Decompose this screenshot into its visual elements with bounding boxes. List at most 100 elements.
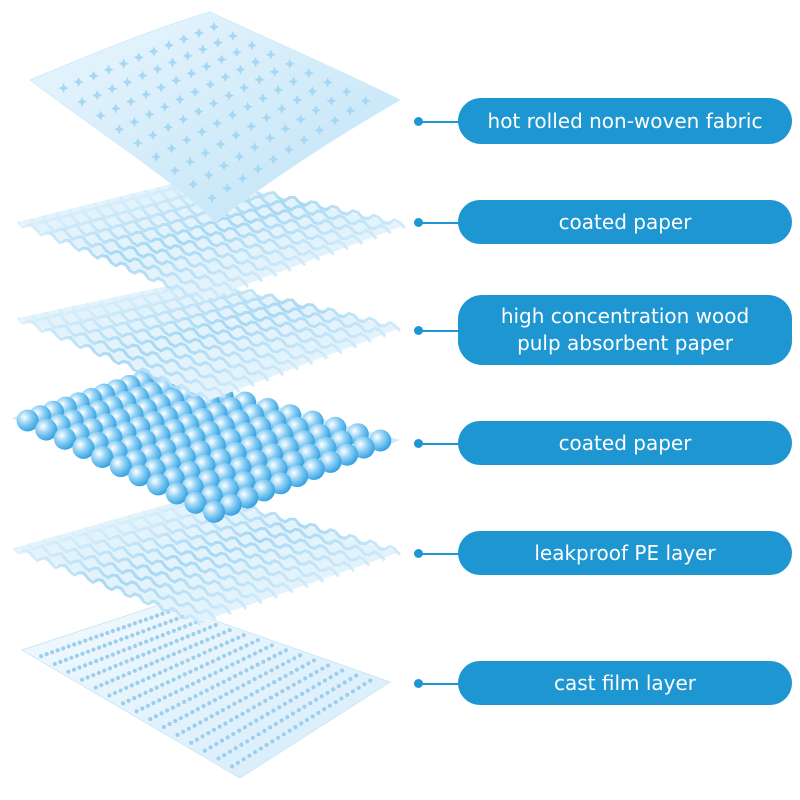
- perforation: [255, 638, 260, 643]
- perforation: [262, 728, 267, 734]
- dimple-mark: [235, 64, 246, 75]
- dimple-mark: [152, 64, 163, 74]
- perforation: [296, 708, 301, 713]
- perforation: [110, 628, 115, 634]
- dimple-mark: [205, 79, 216, 90]
- dimple-mark: [216, 54, 227, 65]
- layer-cast-film: [20, 602, 392, 779]
- perforation: [94, 634, 99, 639]
- perforation: [102, 643, 107, 648]
- perforation: [159, 711, 164, 716]
- perforation: [245, 739, 250, 744]
- fiber-strand: [80, 205, 278, 278]
- perforation: [333, 700, 338, 705]
- perforation: [213, 670, 218, 675]
- dimple-mark: [345, 105, 356, 116]
- label-coated-paper-2: coated paper: [458, 421, 792, 465]
- dimple-mark: [125, 96, 136, 107]
- fiber-strand: [12, 546, 202, 626]
- perforation: [113, 639, 118, 644]
- dimple-mark: [73, 76, 84, 87]
- dimple-mark: [253, 163, 263, 174]
- perforation: [127, 623, 132, 628]
- perforation: [252, 651, 258, 656]
- dimple-mark: [329, 115, 340, 126]
- bead: [253, 479, 275, 502]
- dimple-mark: [110, 103, 121, 114]
- perforation: [178, 716, 183, 721]
- perforation: [115, 675, 121, 681]
- layers-illustration: [12, 11, 407, 779]
- perforation: [99, 632, 104, 638]
- perforation: [166, 654, 171, 659]
- perforation: [269, 668, 274, 673]
- fiber-strand: [27, 542, 217, 621]
- perforation: [263, 698, 268, 704]
- perforation: [256, 732, 261, 737]
- dimple-mark: [114, 124, 125, 135]
- perforation: [225, 735, 230, 740]
- perforation: [288, 698, 293, 703]
- perforation: [238, 646, 244, 651]
- perforation: [141, 652, 146, 657]
- perforation: [120, 701, 126, 706]
- label-leakproof-pe-layer: leakproof PE layer: [458, 531, 792, 575]
- perforation: [66, 669, 71, 674]
- perforation: [202, 650, 207, 655]
- dimple-mark: [237, 173, 248, 184]
- perforation: [83, 638, 88, 643]
- dimple-mark: [227, 110, 238, 120]
- perforation: [146, 627, 151, 632]
- fiber-strand: [29, 217, 221, 299]
- perforation: [143, 617, 149, 622]
- perforation: [160, 656, 165, 661]
- perforation: [177, 649, 182, 654]
- perforation: [138, 619, 143, 624]
- dimple-mark: [265, 49, 276, 60]
- perforation: [188, 669, 193, 674]
- dimple-mark: [322, 77, 333, 88]
- perforation: [319, 694, 324, 699]
- perforation: [216, 632, 221, 638]
- perforation: [177, 674, 182, 680]
- perforation: [224, 665, 229, 670]
- perforation: [186, 726, 191, 731]
- perforation: [162, 695, 167, 700]
- perforation: [205, 637, 210, 642]
- dimple-mark: [314, 125, 325, 136]
- layer-coated-paper-fiber: [16, 176, 407, 304]
- perforation: [243, 695, 248, 700]
- bead: [219, 493, 242, 516]
- dimple-mark: [284, 58, 295, 69]
- perforation: [130, 657, 135, 662]
- dimple-mark: [303, 68, 314, 79]
- perforation: [229, 718, 234, 723]
- perforation: [251, 705, 256, 710]
- perforation: [310, 714, 315, 719]
- dimple-mark: [276, 103, 287, 114]
- perforation: [66, 644, 71, 649]
- perforation: [259, 715, 265, 720]
- perforation: [254, 718, 259, 723]
- perforation: [242, 725, 247, 730]
- perforation: [118, 661, 124, 666]
- layer-bead-coated-paper: [12, 366, 400, 523]
- fiber-strand: [70, 530, 263, 605]
- perforation: [311, 685, 316, 690]
- dimple-mark: [212, 37, 223, 48]
- perforation: [149, 637, 154, 642]
- perforation: [247, 753, 252, 758]
- perforation: [155, 659, 160, 664]
- perforation: [52, 661, 57, 667]
- perforation: [154, 685, 159, 690]
- perforation: [241, 757, 246, 762]
- perforation: [299, 721, 304, 726]
- perforation: [250, 640, 255, 645]
- perforation: [132, 668, 137, 673]
- perforation: [85, 675, 90, 680]
- perforation: [193, 667, 199, 672]
- perforation: [185, 684, 190, 689]
- perforation: [77, 665, 82, 670]
- dimple-mark: [147, 130, 158, 141]
- perforation: [140, 706, 145, 711]
